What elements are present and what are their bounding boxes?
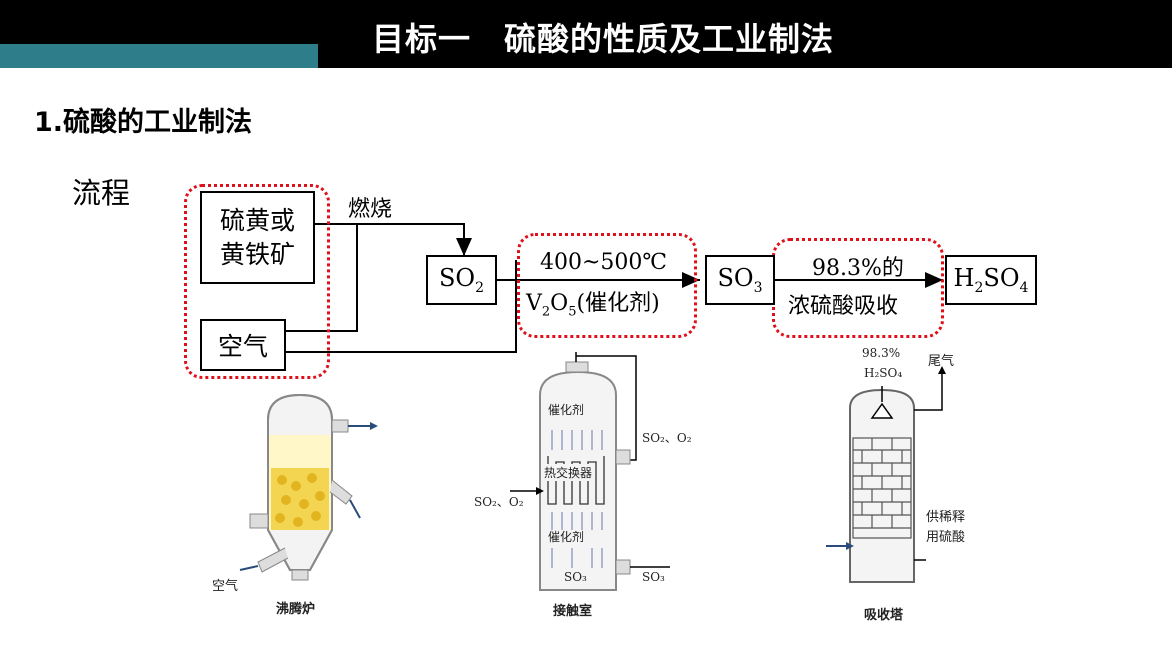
air-box: 空气 — [200, 319, 286, 371]
burn-label: 燃烧 — [348, 197, 393, 222]
raw-material-highlight — [184, 184, 330, 379]
raw-material-line2: 黄铁矿 — [219, 239, 295, 269]
h2so4-box: H2SO4 — [945, 255, 1037, 305]
furnace-caption: 沸腾炉 — [276, 602, 316, 617]
acid-in-line2: H₂SO₄ — [864, 366, 903, 380]
absorption-tower-illustration — [826, 366, 946, 583]
contact-chamber-caption: 接触室 — [553, 604, 593, 619]
so2-formula: SO2 — [438, 264, 485, 296]
gas-in-right-label: SO₂、O₂ — [642, 431, 692, 445]
process-label: 流程 — [72, 176, 131, 210]
page-title: 目标一 硫酸的性质及工业制法 — [372, 20, 835, 58]
so3-out-label: SO₃ — [642, 570, 665, 584]
condition-catalyst: V2O5(催化剂) — [526, 291, 660, 320]
so3-box: SO3 — [705, 255, 775, 305]
raw-material-line1: 硫黄或 — [219, 205, 295, 235]
so3-inner-label: SO₃ — [564, 570, 587, 584]
raw-material-box: 硫黄或 黄铁矿 — [200, 191, 315, 284]
air-label: 空气 — [217, 332, 268, 361]
boiling-furnace-illustration — [239, 393, 378, 581]
furnace-air-label: 空气 — [212, 579, 239, 594]
absorption-tower-caption: 吸收塔 — [864, 608, 904, 623]
acid-in-line1: 98.3% — [862, 346, 901, 360]
so3-formula: SO3 — [717, 264, 763, 296]
gas-in-left-label: SO₂、O₂ — [474, 495, 524, 509]
tail-gas-label: 尾气 — [928, 354, 955, 369]
section-heading: 1.硫酸的工业制法 — [34, 107, 253, 138]
h2so4-formula: H2SO4 — [953, 264, 1029, 296]
dilute-line1: 供稀释 — [926, 510, 966, 525]
heat-exchanger-label: 热交换器 — [544, 464, 593, 481]
absorb-line2: 浓硫酸吸收 — [788, 294, 899, 319]
dilute-line2: 用硫酸 — [926, 530, 966, 545]
header-accent-stripe — [0, 44, 318, 68]
catalyst-bottom-label: 催化剂 — [548, 530, 585, 544]
so2-box: SO2 — [426, 255, 497, 305]
catalyst-top-label: 催化剂 — [548, 403, 585, 417]
condition-highlight — [517, 233, 697, 338]
contact-chamber-illustration — [510, 352, 670, 591]
absorb-line1: 98.3%的 — [812, 256, 904, 281]
condition-temperature: 400~500℃ — [540, 250, 668, 275]
